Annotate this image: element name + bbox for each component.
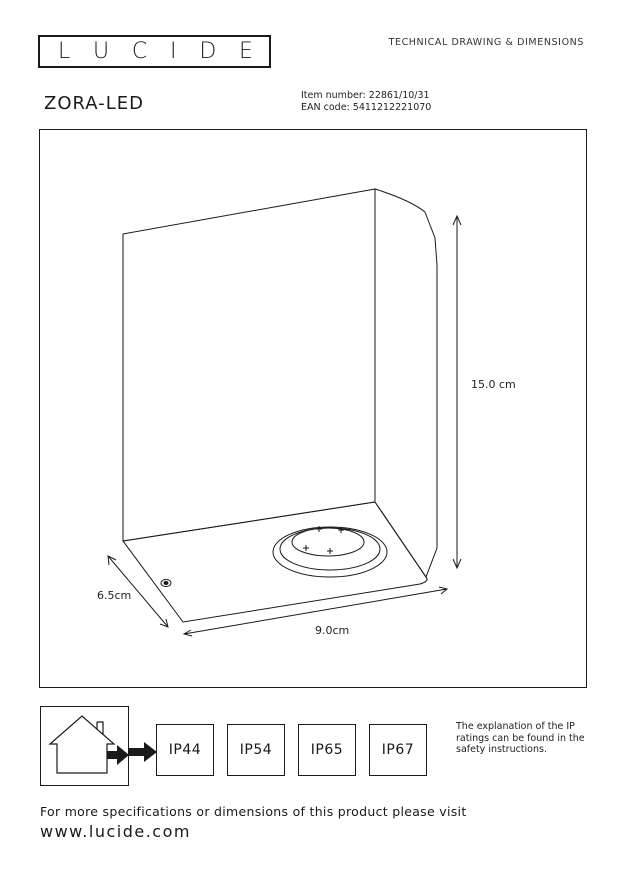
ip-rating-box: IP44 <box>156 724 214 776</box>
document-type: TECHNICAL DRAWING & DIMENSIONS <box>388 37 584 48</box>
height-dimension-label: 15.0 cm <box>471 378 516 391</box>
logo-letter: D <box>199 39 217 64</box>
product-meta: Item number: 22861/10/31 EAN code: 54112… <box>301 90 431 114</box>
ip-rating-box: IP65 <box>298 724 356 776</box>
logo-letter: L <box>58 39 71 64</box>
technical-drawing-frame: 15.0 cm 6.5cm 9.0cm <box>39 129 587 688</box>
ean-line: EAN code: 5411212221070 <box>301 102 431 114</box>
lucide-logo: L U C I D E <box>38 35 271 68</box>
mount-hole <box>160 579 172 587</box>
logo-letter: U <box>93 39 110 64</box>
arrow-right-icon <box>128 742 157 762</box>
arrow-right-icon <box>107 745 129 765</box>
width-dimension-label: 9.0cm <box>315 624 349 637</box>
logo-letter: E <box>239 39 253 64</box>
house-outline-icon <box>48 715 129 774</box>
depth-dimension-label: 6.5cm <box>97 589 131 602</box>
logo-letter: C <box>131 39 148 64</box>
lamp-drawing: 15.0 cm 6.5cm 9.0cm <box>97 188 516 637</box>
width-dimension-line <box>182 586 449 637</box>
ip-explanation-note: The explanation of the IP ratings can be… <box>456 721 585 755</box>
item-number-label: Item number: <box>301 90 366 101</box>
item-number: 22861/10/31 <box>368 90 430 101</box>
ean-code: 5411212221070 <box>352 102 432 113</box>
lamp-front-face <box>122 188 376 542</box>
lamp-side-face <box>374 188 438 579</box>
ip-rating-box: IP67 <box>369 724 427 776</box>
depth-dimension-line <box>107 555 169 628</box>
lens-outer-ring <box>272 526 388 578</box>
product-name: ZORA-LED <box>44 93 144 114</box>
height-dimension-line <box>452 214 462 570</box>
lens-screws <box>303 526 344 554</box>
indoor-outdoor-box <box>40 706 129 786</box>
footer-text: For more specifications or dimensions of… <box>40 804 467 819</box>
ip-rating-box: IP54 <box>227 724 285 776</box>
ean-label: EAN code: <box>301 102 350 113</box>
lamp-bottom-face <box>122 501 428 623</box>
footer-url-link[interactable]: www.lucide.com <box>40 822 191 841</box>
item-number-line: Item number: 22861/10/31 <box>301 90 431 102</box>
logo-letter: I <box>170 39 177 64</box>
lens-inner-ring <box>291 527 365 557</box>
